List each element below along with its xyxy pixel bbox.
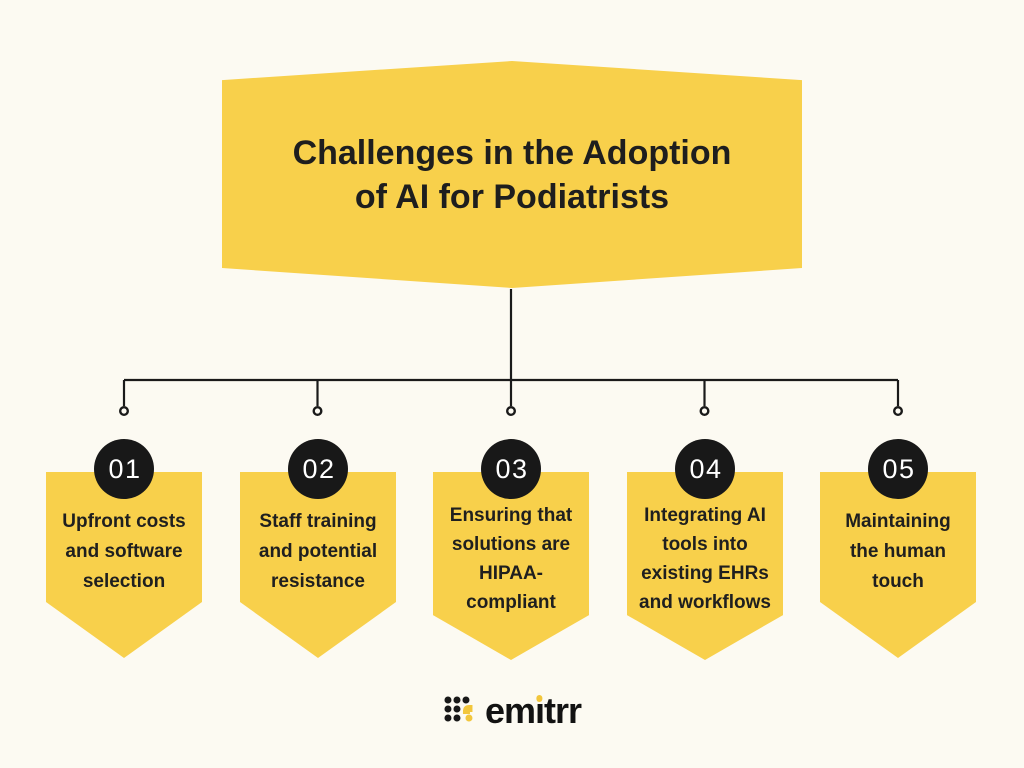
number-badge-5: 05 [868,439,928,499]
terminal-ring-icon [312,406,323,417]
number-badge-4: 04 [675,439,735,499]
number-badge-1: 01 [94,439,154,499]
number-badge-label: 02 [302,453,336,484]
challenge-card-4: Integrating AI tools into existing EHRs … [627,472,783,660]
terminal-ring-icon [506,406,517,417]
wordmark-part2: trr [544,690,582,731]
number-badge-label: 04 [689,453,723,484]
terminal-ring-icon [699,406,710,417]
challenge-card-text: Staff training and potential resistance [258,511,378,592]
number-badge-label: 03 [495,453,529,484]
number-badge-label: 05 [882,453,916,484]
challenge-card-text: Ensuring that solutions are HIPAA- compl… [449,505,573,613]
terminal-ring-icon [893,406,904,417]
number-badge-2: 02 [288,439,348,499]
wordmark-part1: em [484,690,536,731]
challenge-card-text: Upfront costs and software selection [62,511,186,592]
terminal-ring-icon [118,406,129,417]
challenge-card-3: Ensuring that solutions are HIPAA- compl… [433,472,589,660]
header-banner: Challenges in the Adoption of AI for Pod… [222,61,802,288]
emitrr-logo-icon [444,696,473,722]
wordmark-i: ı [535,690,545,731]
yellow-i-dot-icon [535,695,543,702]
emitrr-wordmark: em ı trr [484,690,582,731]
page-title: Challenges in the Adoption of AI for Pod… [292,133,732,216]
challenge-card-text: Maintaining the human touch [845,511,951,592]
number-badge-3: 03 [481,439,541,499]
challenge-card-text: Integrating AI tools into existing EHRs … [639,505,771,613]
number-badge-label: 01 [108,453,142,484]
emitrr-logo: em ı trr [443,690,582,731]
